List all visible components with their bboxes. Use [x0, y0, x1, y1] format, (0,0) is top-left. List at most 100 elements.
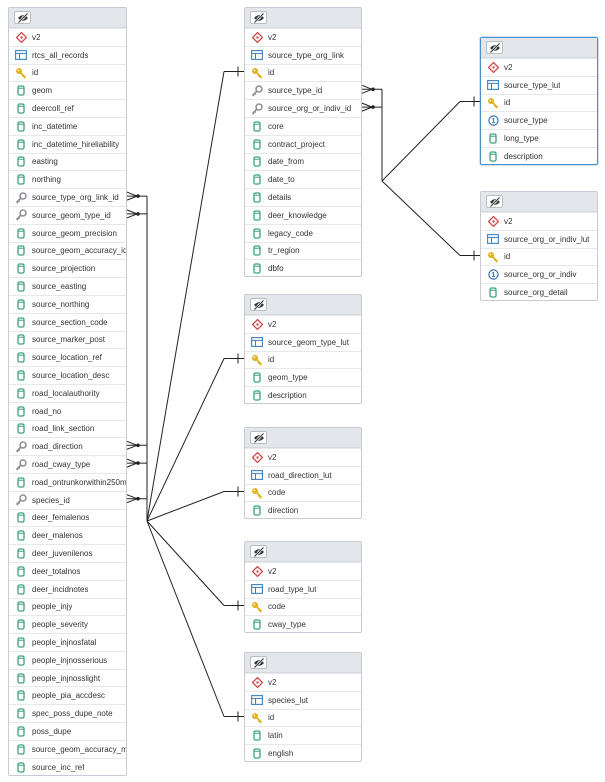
column-row[interactable]: deer_incidnotes [9, 579, 126, 598]
table-header[interactable] [481, 192, 597, 212]
column-row[interactable]: road_localauthority [9, 383, 126, 402]
table-name: source_type_org_link [268, 50, 345, 60]
column-row[interactable]: road_link_section [9, 419, 126, 438]
column-row[interactable]: code [245, 483, 361, 502]
column-row[interactable]: source_section_code [9, 312, 126, 331]
column-row[interactable]: source_type_id [245, 81, 361, 99]
visibility-toggle-icon[interactable] [250, 298, 267, 311]
visibility-toggle-icon[interactable] [250, 656, 267, 669]
column-row[interactable]: road_cway_type [9, 455, 126, 473]
table-name-row: species_lut [245, 690, 361, 709]
column-row[interactable]: deer_totalnos [9, 561, 126, 580]
column-row[interactable]: cway_type [245, 615, 361, 633]
column-row[interactable]: core [245, 116, 361, 135]
column-row[interactable]: tr_region [245, 241, 361, 260]
column-row[interactable]: source_org_or_indiv_id [245, 99, 361, 117]
column-row[interactable]: source_geom_accuracy_m [9, 739, 126, 758]
column-row[interactable]: contract_project [245, 134, 361, 153]
visibility-toggle-icon[interactable] [14, 11, 31, 24]
column-row[interactable]: description [245, 386, 361, 404]
column-row[interactable]: id [245, 63, 361, 82]
column-row[interactable]: source_location_desc [9, 366, 126, 384]
table-header[interactable] [9, 8, 126, 28]
column-icon [14, 299, 28, 310]
column-row[interactable]: species_id [9, 490, 126, 509]
column-row[interactable]: details [245, 188, 361, 206]
column-row[interactable]: geom [9, 81, 126, 99]
column-row[interactable]: long_type [481, 129, 597, 147]
column-row[interactable]: poss_dupe [9, 722, 126, 740]
column-row[interactable]: road_direction [9, 437, 126, 455]
column-row[interactable]: id [9, 63, 126, 82]
primary-key-icon [486, 251, 500, 263]
column-row[interactable]: source_geom_precision [9, 223, 126, 242]
column-row[interactable]: people_injnosslight [9, 668, 126, 687]
column-row[interactable]: people_injnosserious [9, 650, 126, 669]
table-header[interactable] [245, 8, 361, 28]
column-row[interactable]: easting [9, 152, 126, 171]
column-row[interactable]: geom_type [245, 368, 361, 386]
column-row[interactable]: inc_datetime_hireliability [9, 134, 126, 153]
column-row[interactable]: id [245, 350, 361, 369]
column-row[interactable]: source_northing [9, 294, 126, 313]
visibility-toggle-icon[interactable] [250, 431, 267, 444]
column-row[interactable]: code [245, 597, 361, 616]
column-row[interactable]: legacy_code [245, 223, 361, 242]
table-header[interactable] [481, 38, 597, 58]
visibility-toggle-icon[interactable] [486, 195, 503, 208]
column-row[interactable]: source_org_detail [481, 283, 597, 301]
column-row[interactable]: road_no [9, 401, 126, 420]
table-header[interactable] [245, 653, 361, 673]
column-row[interactable]: spec_poss_dupe_note [9, 704, 126, 722]
column-row[interactable]: deer_malenos [9, 526, 126, 544]
column-row[interactable]: inc_datetime [9, 116, 126, 135]
visibility-toggle-icon[interactable] [250, 545, 267, 558]
column-row[interactable]: id [481, 93, 597, 112]
visibility-toggle-icon[interactable] [486, 41, 503, 54]
column-row[interactable]: people_injnosfatal [9, 633, 126, 651]
crows-foot-mark [126, 209, 138, 215]
table-header[interactable] [245, 295, 361, 315]
column-row[interactable]: dbfo [245, 259, 361, 277]
column-row[interactable]: deer_juvenilenos [9, 544, 126, 562]
column-row[interactable]: northing [9, 170, 126, 188]
table-header[interactable] [245, 542, 361, 562]
column-row[interactable]: deer_femalenos [9, 508, 126, 527]
column-row[interactable]: id [245, 708, 361, 727]
column-row[interactable]: source_projection [9, 259, 126, 277]
table-header[interactable] [245, 428, 361, 448]
column-row[interactable]: people_pia_accdesc [9, 686, 126, 704]
column-row[interactable]: source_easting [9, 277, 126, 295]
column-row[interactable]: source_location_ref [9, 348, 126, 366]
column-row[interactable]: source_inc_ref [9, 757, 126, 776]
column-row[interactable]: direction [245, 501, 361, 519]
column-row[interactable]: source_geom_accuracy_id [9, 241, 126, 260]
column-row[interactable]: road_ontrunkorwithin250m [9, 472, 126, 491]
visibility-toggle-icon[interactable] [250, 11, 267, 24]
column-row[interactable]: id [481, 247, 597, 266]
column-row[interactable]: latin [245, 726, 361, 744]
column-row[interactable]: deercoll_ref [9, 99, 126, 117]
column-row[interactable]: people_injy [9, 597, 126, 616]
column-row[interactable]: source_marker_post [9, 330, 126, 349]
column-row[interactable]: source_geom_type_id [9, 205, 126, 224]
column-row[interactable]: people_severity [9, 615, 126, 633]
table-name-row: road_direction_lut [245, 465, 361, 484]
column-name: latin [268, 731, 283, 741]
column-row[interactable]: source_type_org_link_id [9, 188, 126, 206]
column-row[interactable]: deer_knowledge [245, 205, 361, 224]
column-row[interactable]: english [245, 744, 361, 762]
column-row[interactable]: date_from [245, 152, 361, 171]
column-row[interactable]: description [481, 146, 597, 165]
column-row[interactable]: date_to [245, 170, 361, 188]
